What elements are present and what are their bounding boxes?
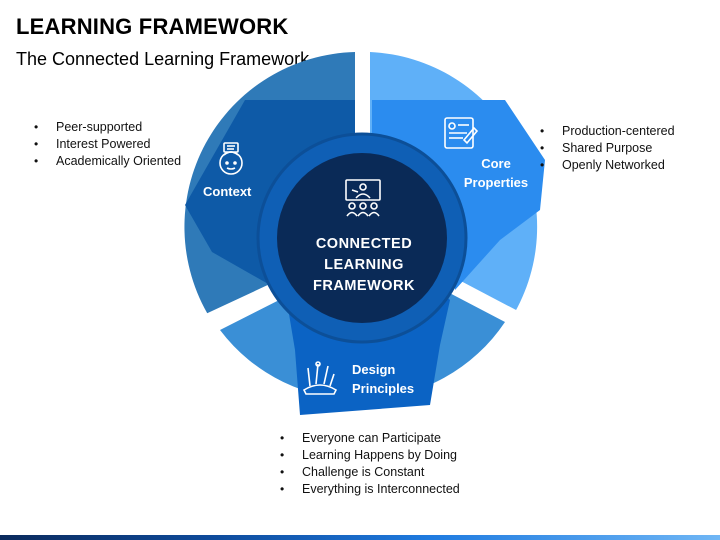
- list-item: Shared Purpose: [540, 140, 675, 157]
- list-item: Learning Happens by Doing: [280, 447, 460, 464]
- center-line-1: CONNECTED: [316, 236, 412, 252]
- center-line-3: FRAMEWORK: [313, 278, 415, 294]
- art-tools-icon: [302, 361, 338, 395]
- list-item: Openly Networked: [540, 157, 675, 174]
- design-label-line-2: Principles: [352, 381, 414, 396]
- inner-ring-shade: [256, 132, 468, 344]
- center-line-2: LEARNING: [324, 257, 404, 273]
- design-bullet-list: Everyone can Participate Learning Happen…: [280, 430, 460, 498]
- list-item: Peer-supported: [34, 119, 181, 136]
- list-item: Interest Powered: [34, 136, 181, 153]
- list-item: Challenge is Constant: [280, 464, 460, 481]
- center-circle: [277, 153, 447, 323]
- presentation-team-icon: [345, 179, 381, 217]
- core-label-line-1: Core: [481, 156, 511, 171]
- core-label-line-2: Properties: [464, 175, 528, 190]
- page-title: LEARNING FRAMEWORK: [16, 14, 289, 39]
- design-label-line-1: Design: [352, 362, 395, 377]
- list-item: Academically Oriented: [34, 153, 181, 170]
- page-subtitle: The Connected Learning Framework: [16, 49, 310, 69]
- list-item: Production-centered: [540, 123, 675, 140]
- list-item: Everyone can Participate: [280, 430, 460, 447]
- certificate-document-icon: [444, 117, 479, 149]
- context-label: Context: [203, 184, 252, 199]
- list-item: Everything is Interconnected: [280, 481, 460, 498]
- core-bullet-list: Production-centered Shared Purpose Openl…: [540, 123, 675, 174]
- context-bullet-list: Peer-supported Interest Powered Academic…: [34, 119, 181, 170]
- thinking-person-icon: [219, 142, 243, 175]
- footer-accent-bar: [0, 535, 720, 540]
